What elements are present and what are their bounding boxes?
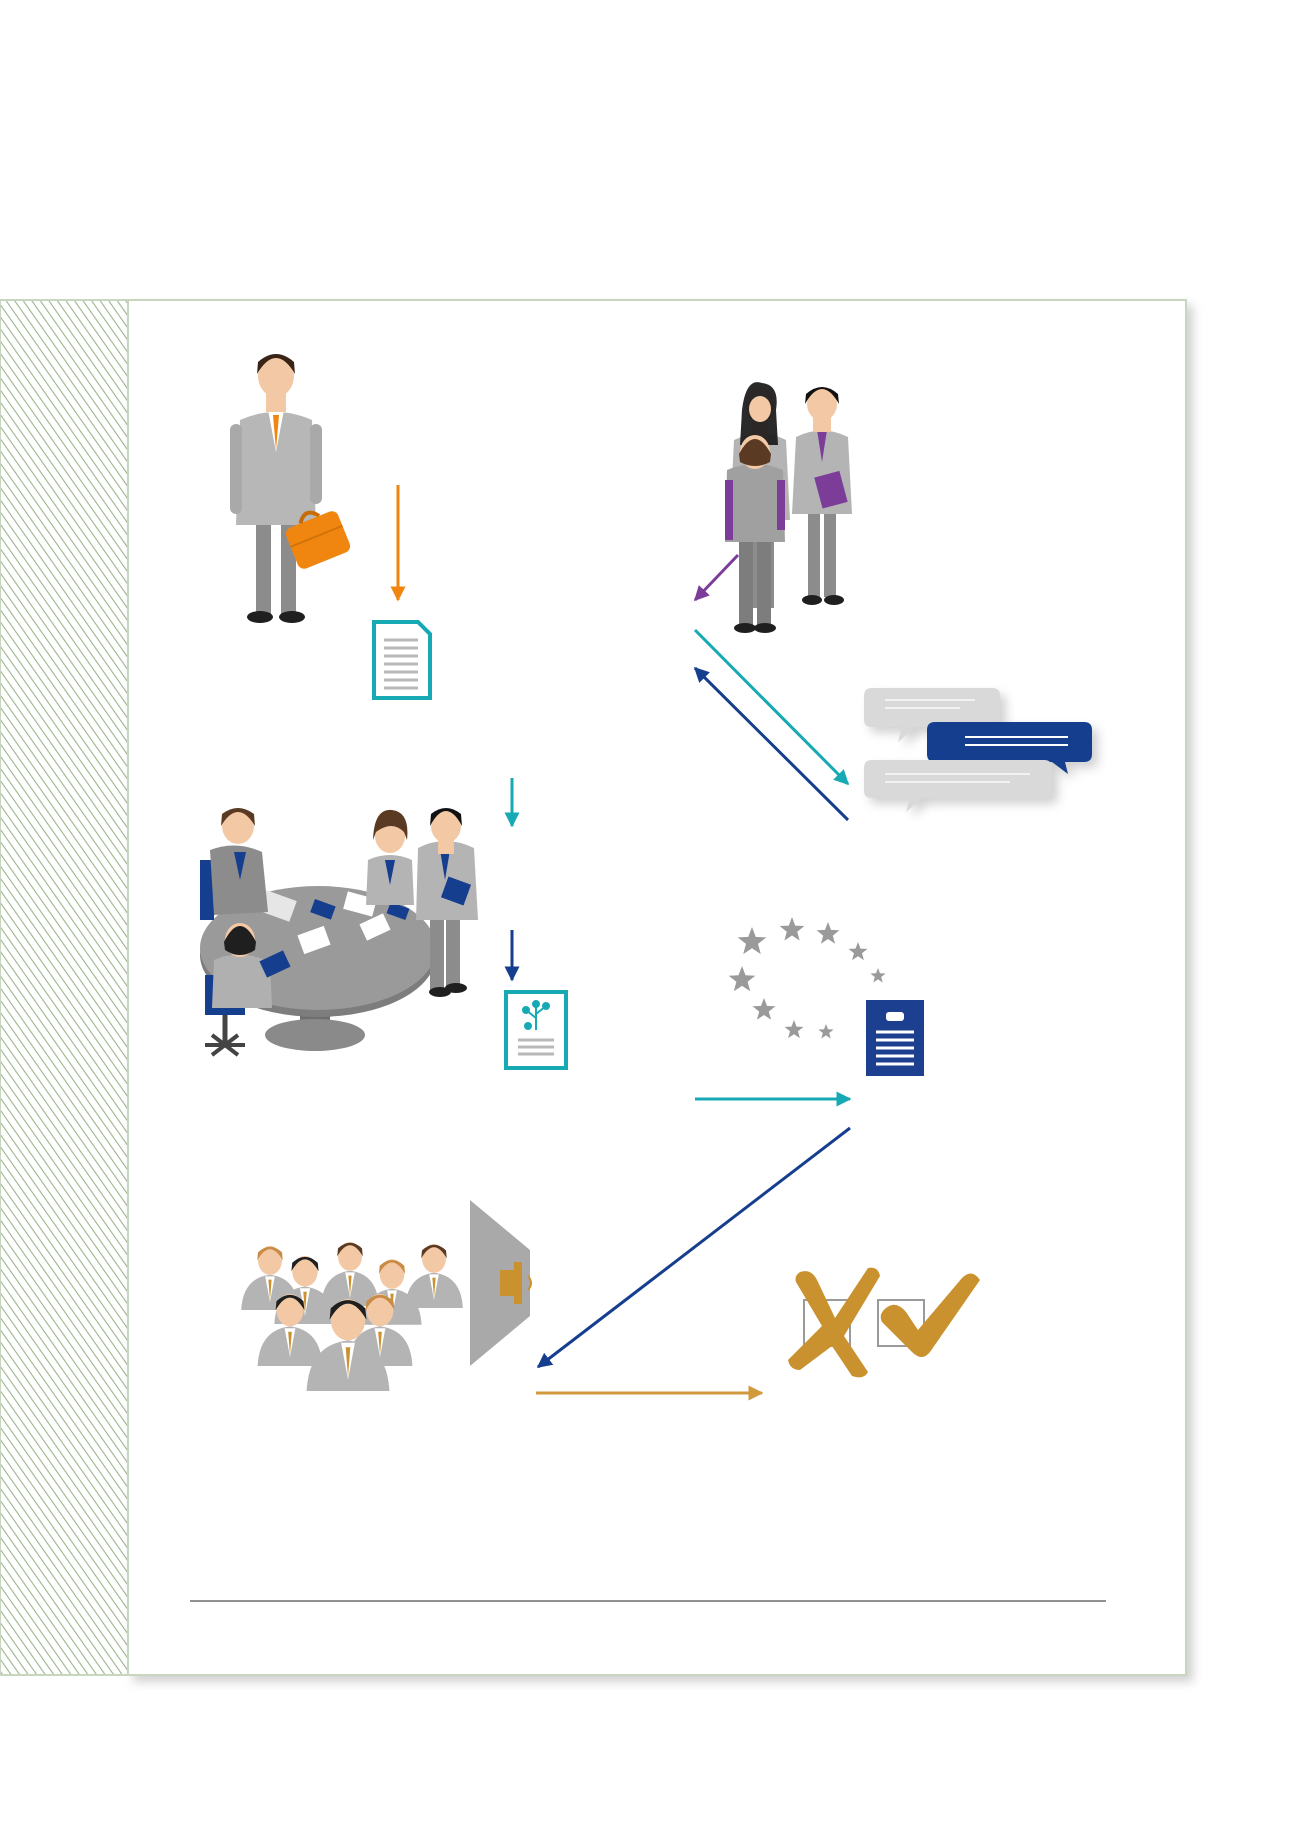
speech-bubbles-icon [864,688,1092,812]
audience-megaphone-icon [241,1242,463,1391]
star-icon [752,998,776,1020]
star-icon [728,966,756,992]
arrow-purple-diagonal [693,553,740,602]
eu-stars-icon [728,917,886,1039]
delegation-group-icon [725,382,852,633]
document-plant-icon [504,990,568,1070]
hatched-side-band [0,300,128,1675]
audience-person-icon [405,1244,463,1308]
arrow-navy-diagonal [693,666,850,822]
arrow-navy-long-diagonal [536,1126,851,1369]
cross-mark-icon [788,1267,880,1378]
star-icon [784,1020,804,1039]
arrow-teal-diagonal [693,628,850,786]
round-table-meeting-icon [200,808,478,1057]
vote-cross-check-icon [788,1267,980,1378]
audience-person-icon [306,1299,390,1391]
star-icon [870,968,886,983]
businessman-briefcase-icon [230,354,351,623]
check-mark-icon [880,1273,980,1357]
star-icon [779,917,805,941]
megaphone-icon [470,1200,532,1366]
star-icon [818,1024,834,1039]
document-navy-icon [866,1000,924,1076]
document-teal-icon [372,620,432,700]
audience-person-icon [321,1242,379,1306]
star-icon [737,927,767,955]
star-icon [816,922,840,944]
audience-person-icon [257,1294,323,1366]
star-icon [848,942,868,961]
